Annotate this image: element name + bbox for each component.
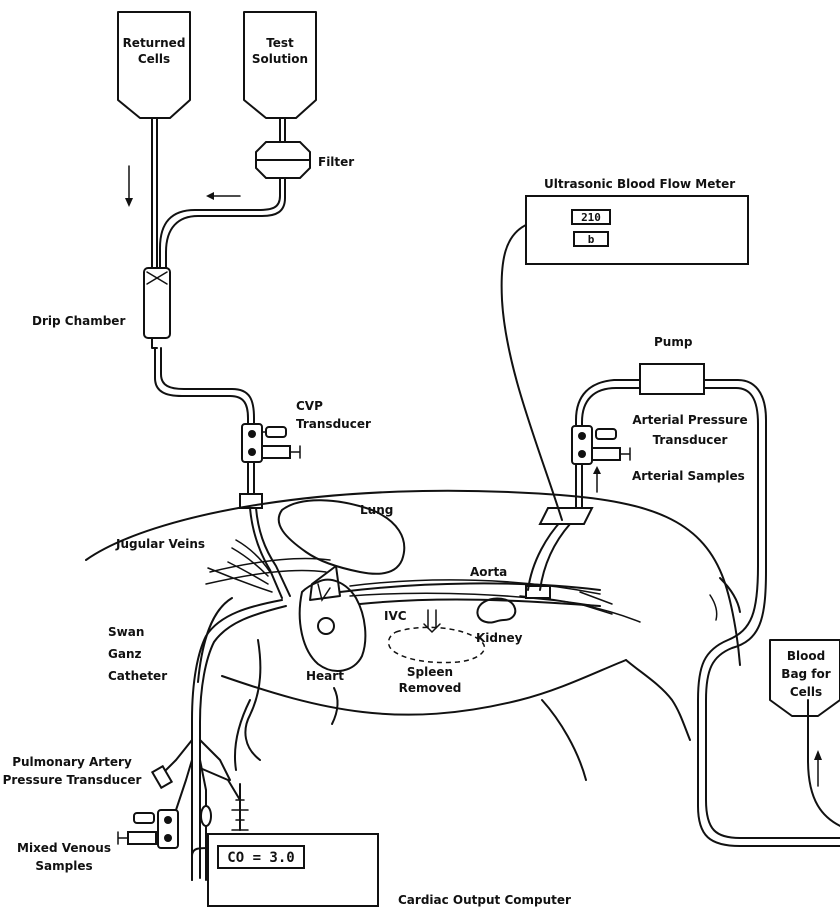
animal-body-outline — [85, 489, 741, 781]
label-heart: Heart — [306, 669, 344, 683]
label-ivc: IVC — [384, 609, 407, 623]
spleen-removed-outline — [387, 626, 486, 664]
pulmonary-artery-pressure-transducer — [117, 809, 179, 849]
label-blood-bag-line-1: Blood — [787, 649, 825, 663]
label-mixed-venous-line-2: Samples — [35, 859, 92, 873]
label-kidney: Kidney — [476, 631, 523, 645]
label-swan-ganz-line-1: Swan — [108, 625, 144, 639]
label-arterial-transducer-line-2: Transducer — [653, 433, 728, 447]
flow-meter-value-display — [571, 209, 611, 225]
aorta — [339, 582, 613, 615]
swan-ganz-catheter — [150, 599, 287, 881]
label-returned-cells-line-1: Returned — [123, 36, 186, 50]
label-ultrasonic-blood-flow-meter: Ultrasonic Blood Flow Meter — [544, 177, 735, 191]
arterial-tubing — [575, 379, 840, 847]
aortic-cannula — [525, 507, 594, 599]
label-swan-ganz-line-2: Ganz — [108, 647, 141, 661]
label-filter: Filter — [318, 155, 354, 169]
lung — [277, 499, 406, 575]
flow-meter-cable — [500, 223, 563, 521]
blood-bag-for-cells — [769, 639, 840, 787]
label-pa-transducer-line-2: Pressure Transducer — [3, 773, 142, 787]
label-jugular-veins: Jugular Veins — [115, 537, 205, 551]
label-test-solution-line-2: Solution — [252, 52, 308, 66]
co-readout-display — [217, 845, 305, 869]
flow-meter-unit-display — [573, 231, 609, 247]
ivc-cannula — [423, 609, 441, 634]
label-pump: Pump — [654, 335, 693, 349]
pump — [639, 363, 705, 395]
label-cardiac-output-computer: Cardiac Output Computer — [398, 893, 571, 907]
label-mixed-venous-line-1: Mixed Venous — [17, 841, 111, 855]
returned-cells-bag — [117, 11, 191, 119]
kidney — [476, 597, 517, 624]
label-blood-bag-line-2: Bag for — [781, 667, 830, 681]
label-lung: Lung — [360, 503, 393, 517]
label-blood-bag-line-3: Cells — [790, 685, 822, 699]
flow-meter-value: 210 — [581, 211, 601, 224]
cvp-tubing — [154, 347, 255, 505]
label-cvp-line-1: CVP — [296, 399, 323, 413]
test-solution-tubing — [159, 117, 286, 271]
label-pa-transducer-line-1: Pulmonary Artery — [12, 755, 132, 769]
co-readout: CO = 3.0 — [227, 850, 294, 866]
flow-meter-unit: b — [588, 233, 595, 246]
ultrasonic-blood-flow-meter: 210 b — [525, 195, 749, 265]
cvp-transducer — [241, 423, 301, 463]
label-arterial-samples: Arterial Samples — [632, 469, 745, 483]
label-spleen-line-2: Removed — [399, 681, 462, 695]
arterial-pressure-transducer — [571, 425, 631, 493]
label-spleen-line-1: Spleen — [407, 665, 453, 679]
filter — [255, 141, 311, 179]
jugular-veins — [207, 539, 273, 593]
label-drip-chamber: Drip Chamber — [32, 314, 125, 328]
returned-cells-tubing — [125, 117, 158, 271]
heart — [298, 565, 367, 672]
drip-chamber — [143, 267, 171, 349]
label-test-solution-line-1: Test — [266, 36, 294, 50]
label-cvp-line-2: Transducer — [296, 417, 371, 431]
label-returned-cells-line-2: Cells — [138, 52, 170, 66]
label-swan-ganz-line-3: Catheter — [108, 669, 167, 683]
label-aorta: Aorta — [470, 565, 507, 579]
test-solution-bag — [243, 11, 317, 119]
label-arterial-transducer-line-1: Arterial Pressure — [632, 413, 747, 427]
cardiac-output-computer: CO = 3.0 — [191, 833, 379, 907]
